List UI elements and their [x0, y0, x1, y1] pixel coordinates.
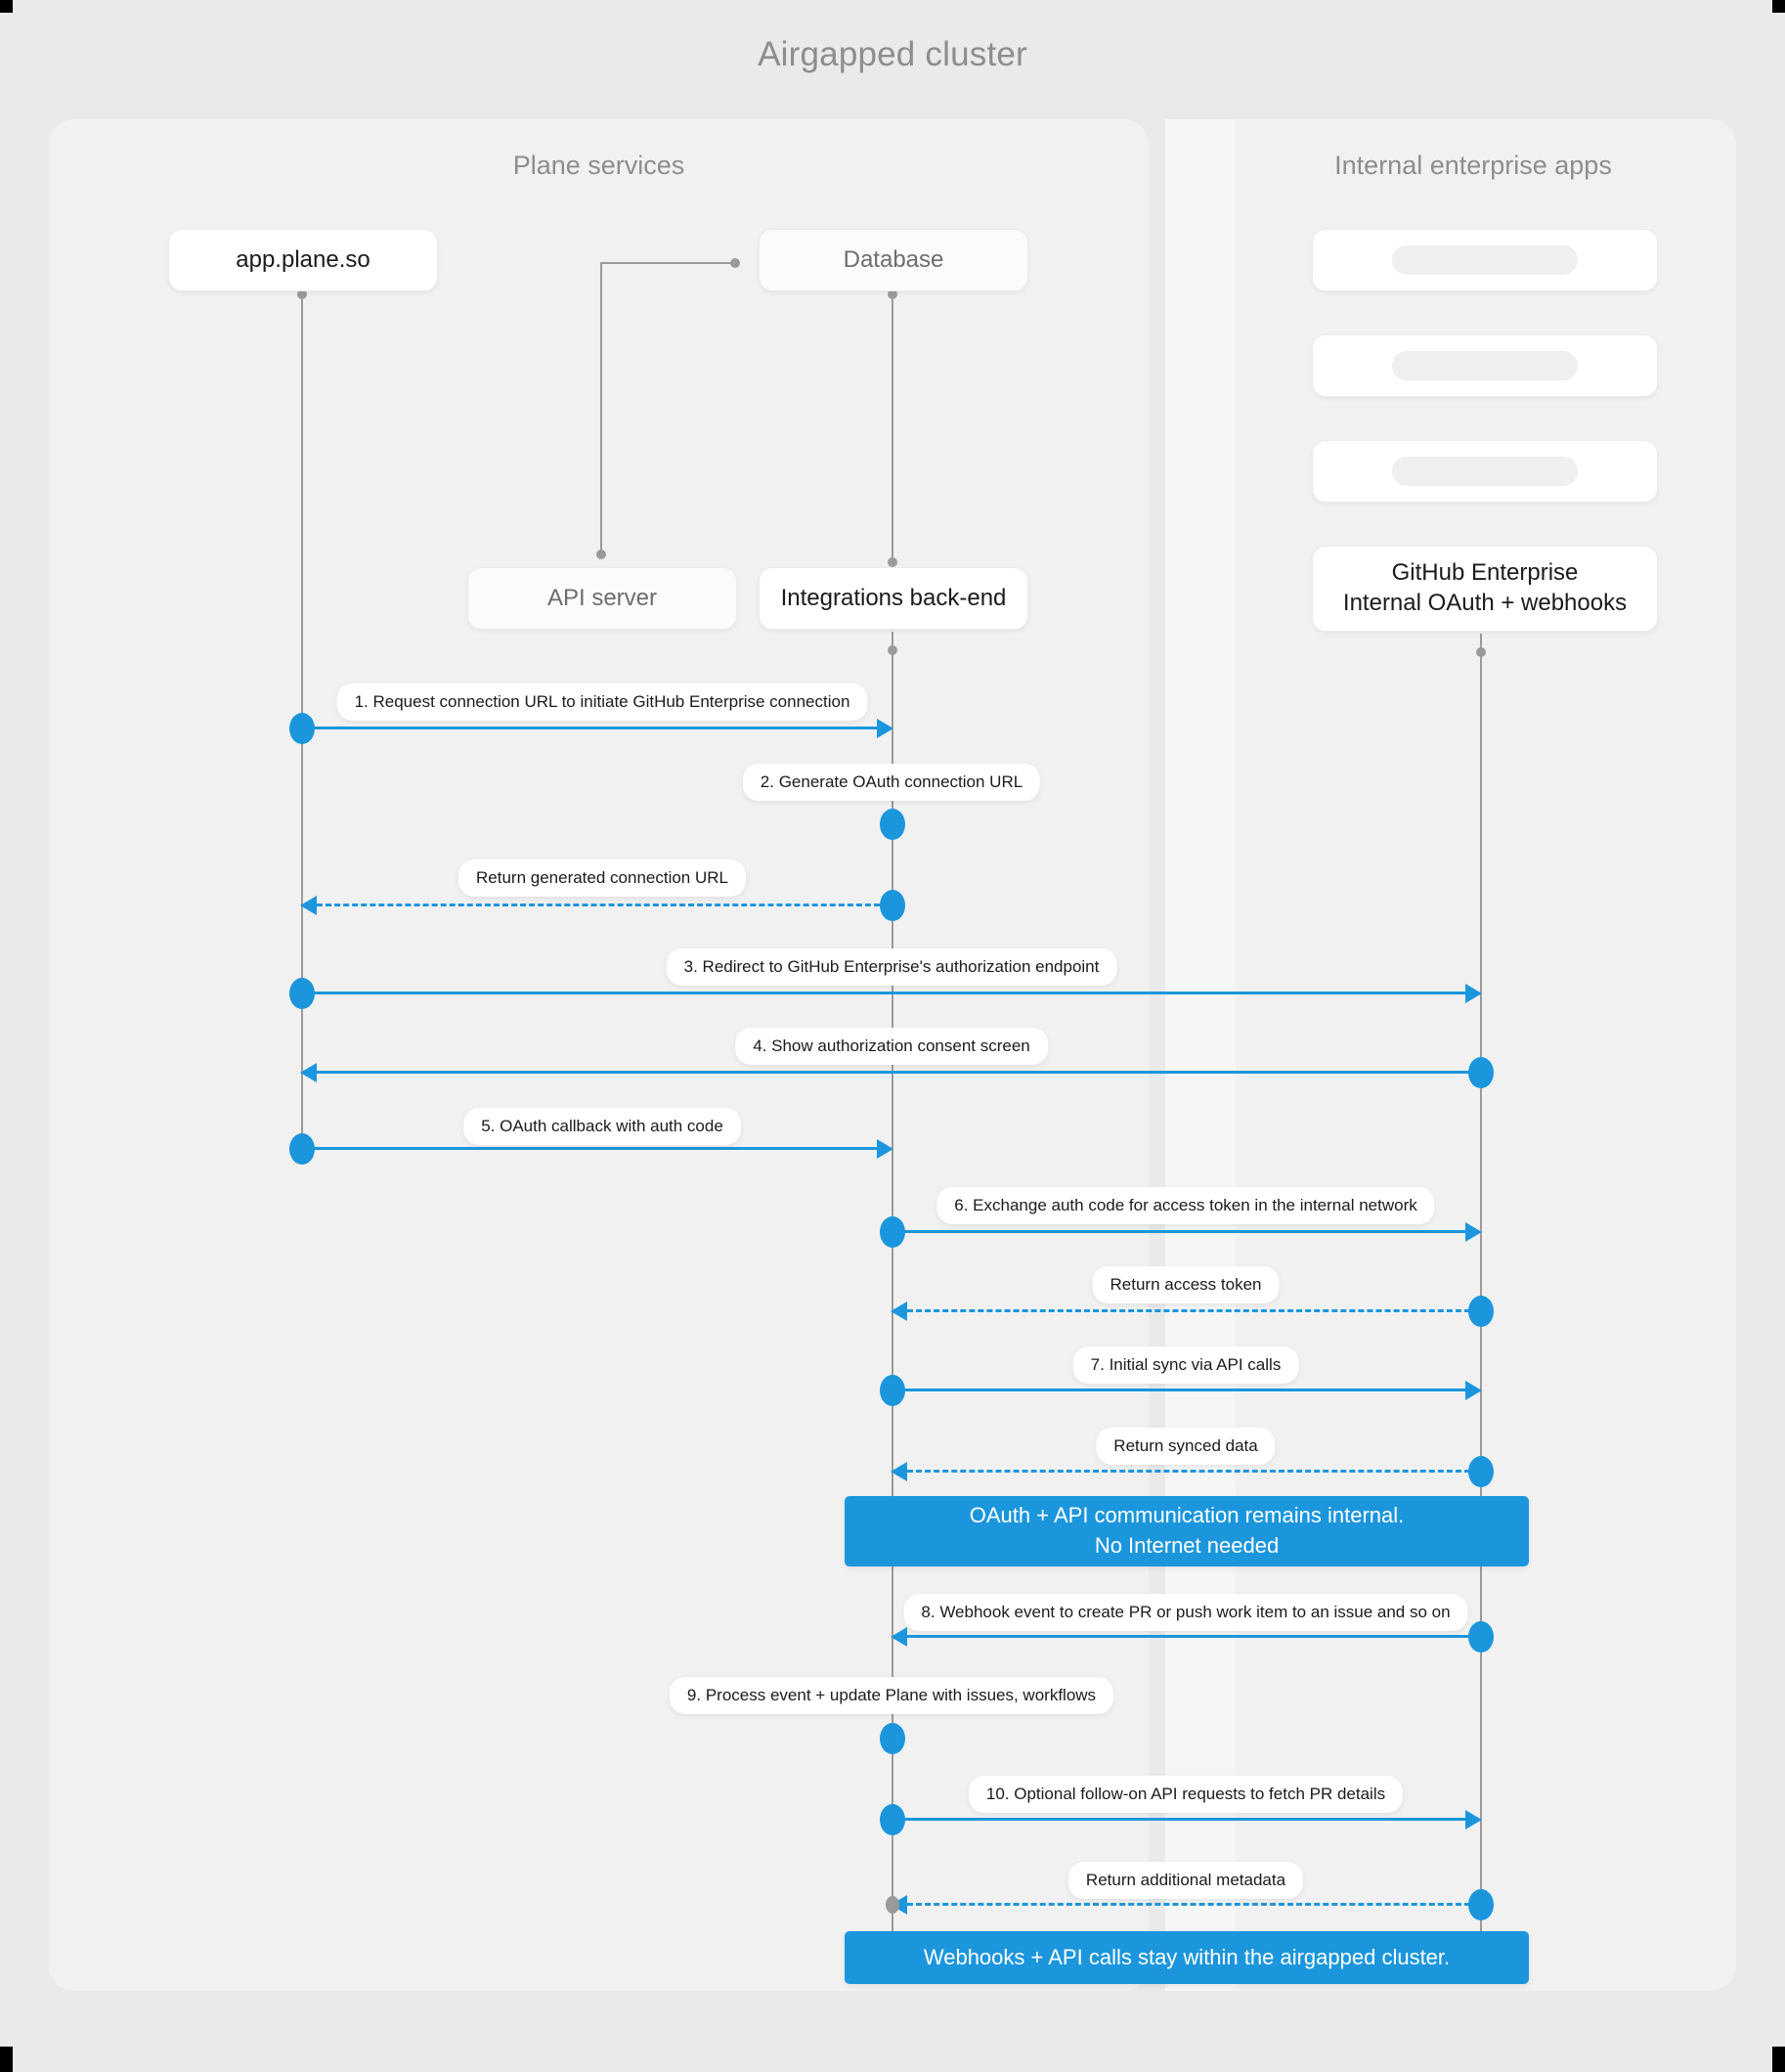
note-line-1: Webhooks + API calls stay within the air…	[923, 1944, 1451, 1969]
message-dot-5-source	[1468, 1057, 1494, 1088]
message-label-1: 1. Request connection URL to initiate Gi…	[336, 683, 868, 721]
message-arrow-4	[1465, 984, 1482, 1003]
lifeline-dot-integrations-backend	[888, 645, 897, 655]
placeholder-pill	[1392, 457, 1578, 486]
crop-mark-top-right	[1772, 0, 1785, 13]
lifeline-dot-database-end	[888, 557, 897, 567]
message-label-14: Return additional metadata	[1067, 1862, 1304, 1899]
lifeline-dot-github-enterprise	[1476, 647, 1486, 657]
message-line-7	[892, 1230, 1465, 1233]
message-arrow-13	[1465, 1810, 1482, 1830]
message-line-4	[302, 992, 1465, 994]
lifeline-database	[892, 293, 893, 567]
message-dot-1-source	[289, 713, 315, 744]
message-dot-11-source	[1468, 1621, 1494, 1653]
message-dot-10-source	[1468, 1456, 1494, 1487]
note-internal-communication: OAuth + API communication remains intern…	[845, 1496, 1529, 1566]
message-line-5	[317, 1071, 1470, 1074]
message-arrow-6	[877, 1139, 893, 1159]
placeholder-card-1	[1312, 229, 1658, 291]
message-label-4: 3. Redirect to GitHub Enterprise's autho…	[666, 948, 1117, 986]
participant-database[interactable]: Database	[759, 229, 1028, 291]
message-dot-6-source	[289, 1133, 315, 1165]
message-label-3: Return generated connection URL	[458, 860, 746, 897]
message-dot-13-source	[880, 1804, 905, 1835]
message-label-9: 7. Initial sync via API calls	[1072, 1346, 1299, 1384]
message-dot-2-self	[880, 809, 905, 840]
message-arrow-7	[1465, 1222, 1482, 1242]
message-label-11: 8. Webhook event to create PR or push wo…	[903, 1594, 1468, 1631]
lifeline-github-enterprise	[1480, 634, 1482, 1935]
crop-mark-bottom-right	[1772, 2047, 1785, 2072]
message-label-2: 2. Generate OAuth connection URL	[742, 764, 1041, 801]
group-panel-internal-apps: Internal enterprise apps	[1210, 119, 1736, 1991]
placeholder-card-2	[1312, 334, 1658, 397]
message-line-6	[302, 1147, 877, 1150]
participant-label: Database	[843, 245, 944, 273]
message-line-10	[907, 1470, 1470, 1473]
message-arrow-5	[300, 1063, 317, 1082]
message-dot-3-source	[880, 890, 905, 921]
message-dot-12-self	[880, 1723, 905, 1754]
message-label-5: 4. Show authorization consent screen	[735, 1028, 1048, 1065]
message-label-12: 9. Process event + update Plane with iss…	[669, 1677, 1114, 1714]
message-arrow-11	[891, 1627, 907, 1647]
message-dot-8-source	[1468, 1296, 1494, 1327]
message-line-9	[892, 1389, 1465, 1391]
connector-api-server-horizontal	[600, 262, 735, 264]
message-dot-7-source	[880, 1216, 905, 1248]
crop-mark-bottom-left	[0, 2047, 13, 2072]
message-line-8	[907, 1309, 1470, 1312]
placeholder-pill	[1392, 245, 1578, 275]
participant-app-plane-so[interactable]: app.plane.so	[168, 229, 438, 291]
message-arrow-10	[891, 1462, 907, 1481]
message-line-14	[907, 1903, 1470, 1906]
message-label-7: 6. Exchange auth code for access token i…	[936, 1187, 1435, 1224]
group-title-plane-services: Plane services	[512, 151, 685, 180]
lifeline-dot-app-plane-so	[297, 289, 307, 299]
group-title-internal-apps: Internal enterprise apps	[1334, 151, 1612, 180]
message-arrow-9	[1465, 1381, 1482, 1400]
placeholder-card-3	[1312, 440, 1658, 503]
participant-integrations-backend[interactable]: Integrations back-end	[759, 567, 1028, 630]
message-dot-9-source	[880, 1375, 905, 1406]
note-line-2: No Internet needed	[1094, 1533, 1280, 1558]
message-label-13: 10. Optional follow-on API requests to f…	[968, 1776, 1404, 1813]
crop-mark-top-left	[0, 0, 13, 13]
participant-label: app.plane.so	[236, 245, 370, 273]
note-line-1: OAuth + API communication remains intern…	[969, 1503, 1405, 1528]
note-airgapped-cluster: Webhooks + API calls stay within the air…	[845, 1931, 1529, 1984]
participant-api-server[interactable]: API server	[467, 567, 737, 630]
message-label-6: 5. OAuth callback with auth code	[463, 1108, 741, 1145]
message-line-3	[317, 904, 880, 906]
connector-dot-database	[730, 258, 740, 268]
message-dot-4-source	[289, 978, 315, 1009]
participant-label-line1: GitHub Enterprise	[1391, 559, 1579, 587]
background-band	[1165, 119, 1236, 1991]
participant-label: API server	[546, 584, 658, 611]
message-arrow-1	[877, 719, 893, 738]
placeholder-pill	[1392, 351, 1578, 380]
participant-github-enterprise[interactable]: GitHub Enterprise Internal OAuth + webho…	[1312, 546, 1658, 632]
lifeline-integrations-backend	[892, 632, 893, 1935]
connector-api-server-vertical	[600, 262, 602, 555]
lifeline-dot-database	[888, 289, 897, 299]
participant-label-line2: Internal OAuth + webhooks	[1342, 590, 1628, 616]
message-arrow-8	[891, 1301, 907, 1321]
message-arrow-3	[300, 896, 317, 915]
message-label-8: Return access token	[1092, 1266, 1280, 1303]
message-dot-14-target	[886, 1896, 899, 1914]
message-line-11	[907, 1635, 1470, 1638]
message-dot-14-source	[1468, 1889, 1494, 1920]
message-label-10: Return synced data	[1096, 1428, 1276, 1465]
connector-dot-api-server	[596, 550, 606, 559]
message-line-13	[892, 1818, 1465, 1821]
message-line-1	[302, 727, 877, 729]
page-title: Airgapped cluster	[758, 35, 1027, 73]
participant-label: Integrations back-end	[780, 584, 1007, 611]
